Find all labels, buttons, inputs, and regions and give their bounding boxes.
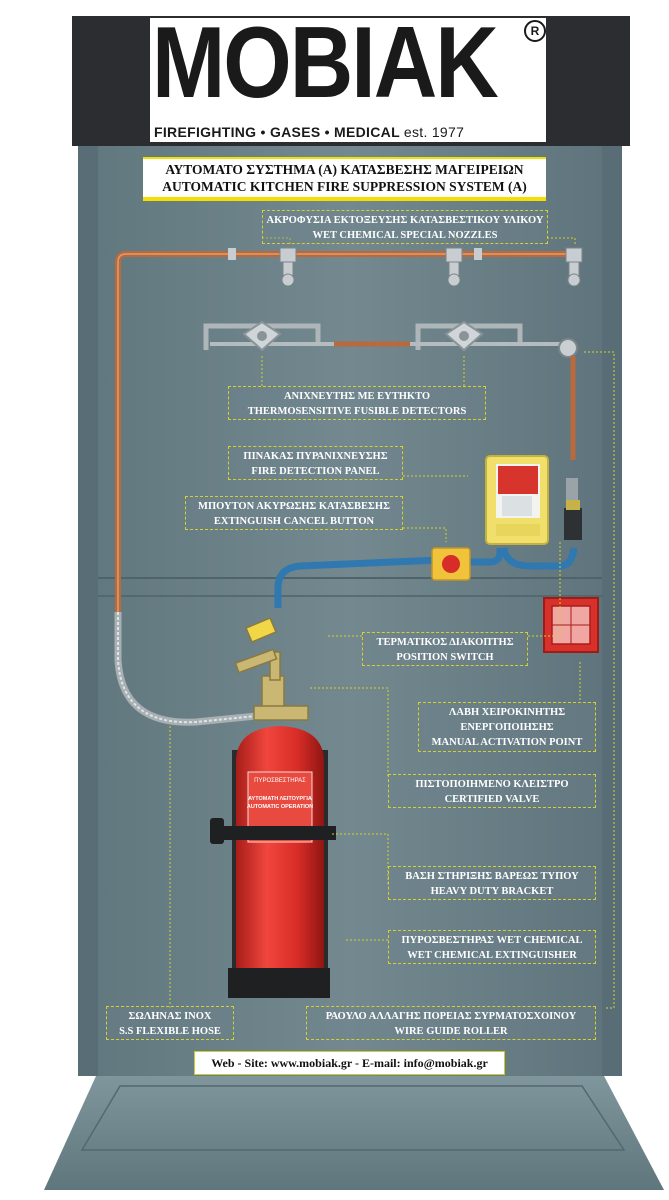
label-bracket-greek: ΒΑΣΗ ΣΤΗΡΙΞΗΣ ΒΑΡΕΩΣ ΤΥΠΟΥ bbox=[405, 871, 579, 882]
label-detectors: ΑΝΙΧΝΕΥΤΗΣ ΜΕ ΕΥΤΗΚΤΟ THERMOSENSITIVE FU… bbox=[228, 386, 486, 420]
label-roller: ΡΑΟΥΛΟ ΑΛΛΑΓΗΣ ΠΟΡΕΙΑΣ ΣΥΡΜΑΤΟΣΧΟΙΝΟΥ WI… bbox=[306, 1006, 596, 1040]
label-detectors-greek: ΑΝΙΧΝΕΥΤΗΣ ΜΕ ΕΥΤΗΚΤΟ bbox=[283, 391, 431, 402]
label-nozzles-greek: ΑΚΡΟΦΥΣΙΑ ΕΚΤΟΞΕΥΣΗΣ ΚΑΤΑΣΒΕΣΤΙΚΟΥ ΥΛΙΚΟ… bbox=[266, 215, 544, 226]
label-bracket-english: HEAVY DUTY BRACKET bbox=[430, 886, 554, 897]
label-hose: ΣΩΛΗΝΑΣ INOX S.S FLEXIBLE HOSE bbox=[106, 1006, 234, 1040]
board-base bbox=[44, 1076, 664, 1190]
brand-tagline: FIREFIGHTING • GASES • MEDICAL est. 1977 bbox=[154, 124, 544, 140]
label-cancel-greek: ΜΠΟΥΤΟΝ ΑΚΥΡΩΣΗΣ ΚΑΤΑΣΒΕΣΗΣ bbox=[198, 501, 390, 512]
label-switch-english: POSITION SWITCH bbox=[396, 652, 494, 663]
cancel-button-device bbox=[431, 547, 471, 581]
label-nozzles: ΑΚΡΟΦΥΣΙΑ ΕΚΤΟΞΕΥΣΗΣ ΚΑΤΑΣΒΕΣΤΙΚΟΥ ΥΛΙΚΟ… bbox=[262, 210, 548, 244]
label-manual-greek-1: ΛΑΒΗ ΧΕΙΡΟΚΙΝΗΤΗΣ bbox=[448, 707, 566, 718]
nozzle-3 bbox=[565, 247, 583, 287]
nozzle-2 bbox=[445, 247, 463, 287]
label-manual-english: MANUAL ACTIVATION POINT bbox=[431, 737, 583, 748]
fusible-detector-1 bbox=[242, 320, 282, 352]
system-title: ΑΥΤΟΜΑΤΟ ΣΥΣΤΗΜΑ (Α) ΚΑΤΑΣΒΕΣΗΣ ΜΑΓΕΙΡΕΙ… bbox=[143, 157, 546, 201]
label-extinguisher-english: WET CHEMICAL EXTINGUISHER bbox=[407, 950, 577, 961]
label-nozzles-english: WET CHEMICAL SPECIAL NOZZLES bbox=[312, 230, 498, 241]
registered-mark: R bbox=[524, 20, 546, 42]
label-switch-greek: ΤΕΡΜΑΤΙΚΟΣ ΔΙΑΚΟΠΤΗΣ bbox=[376, 637, 514, 648]
board-frame-right bbox=[602, 146, 622, 1076]
label-bracket: ΒΑΣΗ ΣΤΗΡΙΞΗΣ ΒΑΡΕΩΣ ΤΥΠΟΥ HEAVY DUTY BR… bbox=[388, 866, 596, 900]
label-cancel: ΜΠΟΥΤΟΝ ΑΚΥΡΩΣΗΣ ΚΑΤΑΣΒΕΣΗΣ EXTINGUISH C… bbox=[185, 496, 403, 530]
label-extinguisher-greek: ΠΥΡΟΣΒΕΣΤΗΡΑΣ WET CHEMICAL bbox=[401, 935, 583, 946]
blue-conduit bbox=[274, 556, 441, 608]
label-manual-greek-2: ΕΝΕΡΓΟΠΟΙΗΣΗΣ bbox=[460, 722, 554, 733]
label-panel-english: FIRE DETECTION PANEL bbox=[251, 466, 380, 477]
title-english: AUTOMATIC KITCHEN FIRE SUPPRESSION SYSTE… bbox=[162, 179, 527, 194]
label-detectors-english: THERMOSENSITIVE FUSIBLE DETECTORS bbox=[247, 406, 467, 417]
board-frame-left bbox=[78, 146, 98, 1076]
label-panel-greek: ΠΙΝΑΚΑΣ ΠΥΡΑΝΙΧΝΕΥΣΗΣ bbox=[243, 451, 388, 462]
extinguisher-cylinder bbox=[210, 726, 336, 998]
contact-footer: Web - Site: www.mobiak.gr - E-mail: info… bbox=[194, 1051, 505, 1075]
logo-plate bbox=[150, 18, 546, 142]
title-greek: ΑΥΤΟΜΑΤΟ ΣΥΣΤΗΜΑ (Α) ΚΑΤΑΣΒΕΣΗΣ ΜΑΓΕΙΡΕΙ… bbox=[165, 162, 524, 177]
fire-detection-panel-device bbox=[485, 455, 549, 545]
label-roller-english: WIRE GUIDE ROLLER bbox=[394, 1026, 508, 1037]
valve-assembly bbox=[234, 617, 309, 721]
extinguisher-label-3: AUTOMATIC OPERATION bbox=[247, 804, 313, 810]
label-manual: ΛΑΒΗ ΧΕΙΡΟΚΙΝΗΤΗΣ ΕΝΕΡΓΟΠΟΙΗΣΗΣ MANUAL A… bbox=[418, 702, 596, 752]
extinguisher-label-1: ΠΥΡΟΣΒΕΣΤΗΡΑΣ bbox=[254, 778, 306, 784]
board-panel bbox=[96, 146, 604, 1076]
leader-lines bbox=[169, 237, 615, 1009]
mobiak-logo: MOBIAK bbox=[152, 5, 499, 119]
label-valve-english: CERTIFIED VALVE bbox=[444, 794, 540, 805]
label-valve-greek: ΠΙΣΤΟΠΟΙΗΜΕΝΟ ΚΛΕΙΣΤΡΟ bbox=[415, 779, 569, 790]
fusible-detector-2 bbox=[444, 320, 484, 352]
label-valve: ΠΙΣΤΟΠΟΙΗΜΕΝΟ ΚΛΕΙΣΤΡΟ CERTIFIED VALVE bbox=[388, 774, 596, 808]
label-roller-greek: ΡΑΟΥΛΟ ΑΛΛΑΓΗΣ ΠΟΡΕΙΑΣ ΣΥΡΜΑΤΟΣΧΟΙΝΟΥ bbox=[325, 1011, 577, 1022]
label-hose-greek: ΣΩΛΗΝΑΣ INOX bbox=[128, 1011, 212, 1022]
position-switch-device bbox=[564, 478, 582, 540]
nozzle-1 bbox=[279, 247, 297, 287]
label-panel: ΠΙΝΑΚΑΣ ΠΥΡΑΝΙΧΝΕΥΣΗΣ FIRE DETECTION PAN… bbox=[228, 446, 403, 480]
label-hose-english: S.S FLEXIBLE HOSE bbox=[119, 1026, 221, 1037]
label-extinguisher: ΠΥΡΟΣΒΕΣΤΗΡΑΣ WET CHEMICAL WET CHEMICAL … bbox=[388, 930, 596, 964]
extinguisher-label-2: ΑΥΤΟΜΑΤΗ ΛΕΙΤΟΥΡΓΙΑ bbox=[248, 796, 312, 802]
pulley bbox=[558, 338, 578, 358]
label-cancel-english: EXTINGUISH CANCEL BUTTON bbox=[213, 516, 375, 527]
tagline-text: FIREFIGHTING • GASES • MEDICAL bbox=[154, 124, 400, 140]
manual-activation-box bbox=[543, 597, 599, 653]
established-year: est. 1977 bbox=[403, 124, 465, 140]
label-switch: ΤΕΡΜΑΤΙΚΟΣ ΔΙΑΚΟΠΤΗΣ POSITION SWITCH bbox=[362, 632, 528, 666]
